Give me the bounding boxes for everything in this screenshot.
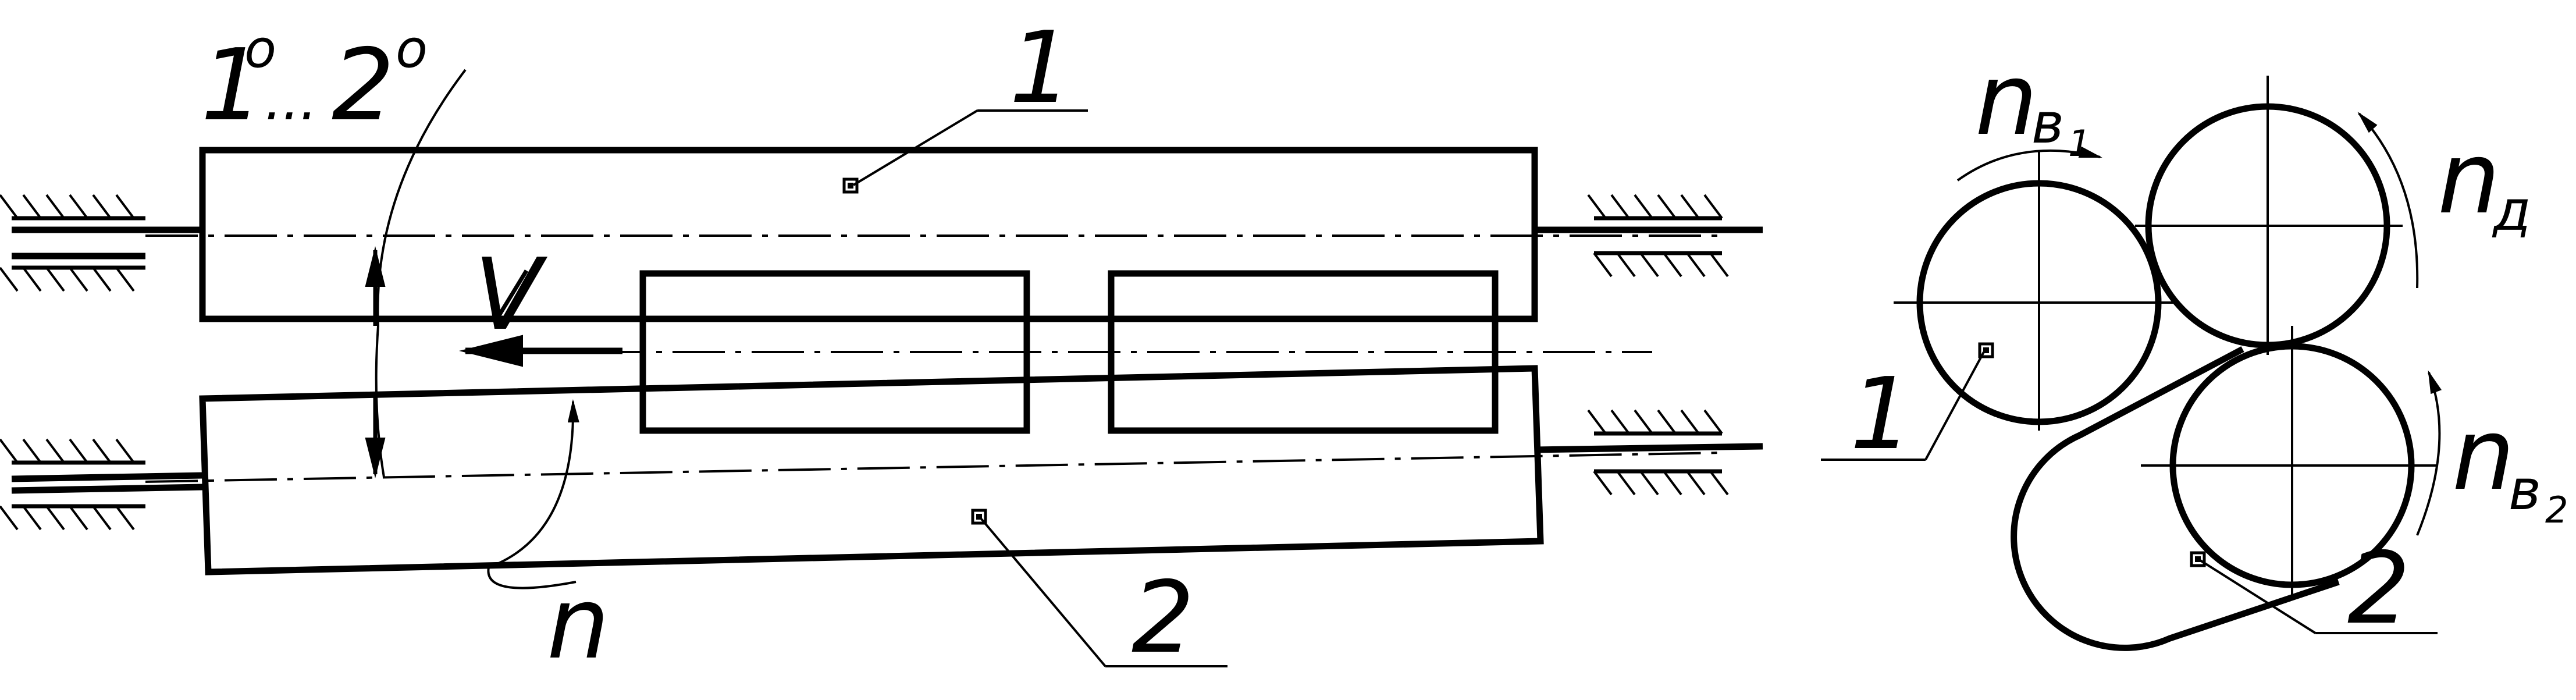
skew-angle-arrow (365, 69, 467, 478)
rotation-arrow-nd (2357, 112, 2419, 289)
nv1-sub: в (2031, 92, 2064, 156)
position-start-label: 1 (201, 28, 264, 143)
callout-label-1: 1 (1009, 10, 1072, 126)
upper-roller-1 (145, 147, 1722, 322)
rotation-arrow-nv1 (1956, 146, 2102, 182)
callout-label-2: 2 (1132, 560, 1194, 676)
position-range-dots: ... (265, 69, 318, 133)
nv2-sub: в (2509, 459, 2541, 523)
nv1-main: n (1975, 42, 2038, 158)
end-view-label-1: 1 (1850, 357, 1913, 472)
upper-right-shaft (1535, 194, 1763, 278)
nv2-sub2: 2 (2545, 489, 2568, 531)
callout-leader-1 (852, 109, 1088, 186)
feed-velocity-arrow (459, 269, 622, 367)
position-start-degree: o (244, 19, 276, 80)
end-view-roller-1 (1894, 151, 2176, 431)
nd-sub: д (2492, 179, 2531, 243)
nv2-main: n (2452, 397, 2515, 513)
end-view-roller-2 (2011, 326, 2438, 651)
end-view-leader-1 (1821, 351, 1985, 461)
velocity-label: V (474, 237, 548, 353)
end-view-workpiece (2135, 76, 2403, 355)
end-view-leader-2 (2199, 559, 2438, 634)
end-view-label-2: 2 (2347, 531, 2410, 646)
position-end-degree: o (396, 19, 428, 80)
rotation-arrow-n (487, 399, 579, 589)
upper-left-shaft (0, 194, 202, 292)
nd-main: n (2438, 121, 2500, 236)
nv1-sub2: 1 (2068, 122, 2091, 165)
lower-right-shaft (1534, 409, 1763, 496)
position-end-label: 2 (332, 28, 394, 143)
rotation-label-n: n (547, 566, 610, 681)
lower-left-shaft (0, 438, 203, 531)
rotation-arrow-nv2 (2416, 370, 2442, 536)
callout-leader-2 (980, 518, 1227, 667)
lower-roller-2 (145, 365, 1723, 575)
